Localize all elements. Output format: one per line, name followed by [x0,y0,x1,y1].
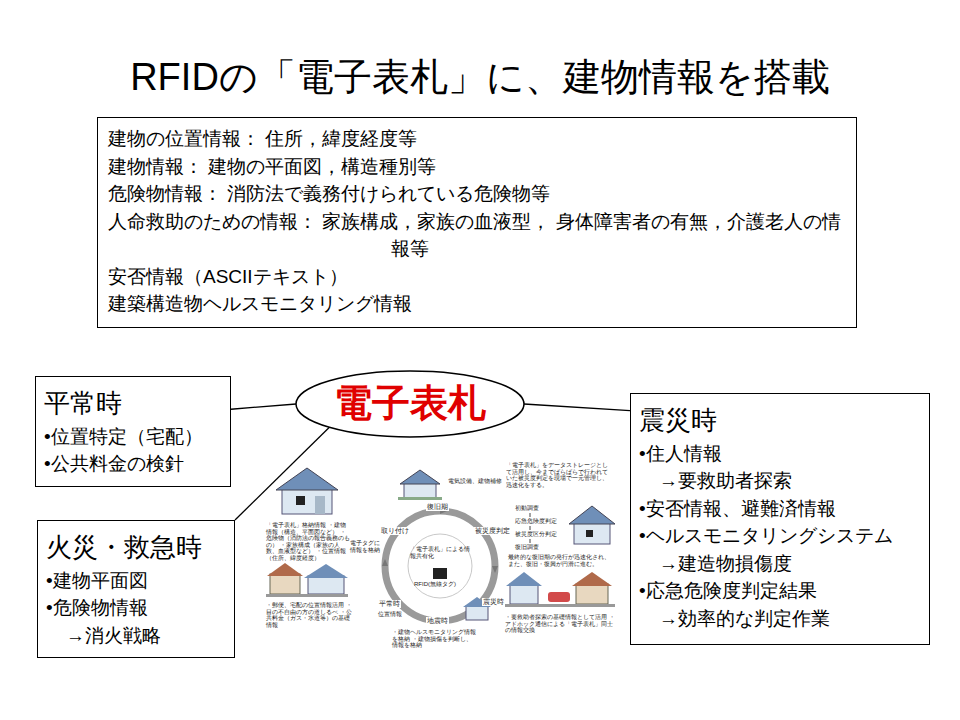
illustration-note: ・郵便、宅配の位置情報活用 ・目の不自由の方の道しるべ ・公共料金（ガス・水道等… [266,602,352,628]
inner-ring [408,534,472,598]
illustration-note: 最終的な復旧期の発行が迅速化され、また、復旧・復興が円滑に進む。 [508,554,614,567]
ring-arrow [492,566,498,573]
box-text: 建物の位置情報： 住所，緯度経度等 [108,125,846,153]
cycle-label: 復旧期 [426,503,449,511]
ellipse-node: 電子表札 [295,370,525,438]
cycle-label: 平常時 [378,600,401,608]
box-text: →効率的な判定作業 [639,605,921,633]
box-text: •住人情報 [639,440,921,468]
quake-time-box: 震災時•住人情報→要救助者探索•安否情報、避難済情報•ヘルスモニタリングシステム… [630,393,930,645]
slide-title: RFIDの「電子表札」に、建物情報を搭載 [0,52,960,103]
illustration-note: RFID(無線タグ) [414,581,468,588]
rfid-tag [433,568,447,579]
connector-stroke [235,427,329,520]
house-top-middle [398,470,442,500]
illustration-note: 「電子表札」をデータストレージとして活用し、今までばらばらで行われていた被災度判… [506,462,612,488]
illustration-note: 被災度区分判定 [515,531,567,538]
normal-time-box: 平常時•位置特定（宅配）•公共料金の検針 [35,376,231,487]
box-text: •建物平面図 [46,567,226,595]
ring-arrow [382,559,388,566]
house-top-left [276,468,338,514]
flow-arrows [530,513,531,543]
connector-line [235,427,329,520]
box-text: •公共料金の検針 [44,450,222,478]
cycle-label: 地震時 [426,617,449,625]
box-text: •応急危険度判定結果 [639,577,921,605]
box-text: →建造物損傷度 [639,550,921,578]
box-text: •危険物情報 [46,594,226,622]
box-text: 安否情報（ASCIIテキスト） [108,263,846,291]
houses-bottom-left [266,563,348,597]
illustration-note: 「電子表札」格納情報 ・建物情報（構造、平面図など） ・危険物（消防法の報告義務… [266,522,350,562]
box-text: •位置特定（宅配） [44,423,222,451]
box-heading: 火災・救急時 [46,529,226,567]
box-text: •ヘルスモニタリングシステム [639,522,921,550]
car [548,592,570,602]
fire-time-box: 火災・救急時•建物平面図•危険物情報→消火戦略 [37,520,235,658]
box-text: 建物情報： 建物の平面図，構造種別等 [108,153,846,181]
box-text: 建築構造物ヘルスモニタリング情報 [108,290,846,318]
illustration-note: 応急危険度判定 [515,518,567,525]
box-text: 人命救助のための情報： 家族構成，家族の血液型， 身体障害者の有無，介護老人の情… [108,208,846,263]
box-text: 危険物情報： 消防法で義務付けられている危険物等 [108,180,846,208]
house-right [569,506,615,544]
box-text: →消火戦略 [46,622,226,650]
illustration-note: 位置情報 [378,611,406,618]
box-text: →要救助者探索 [639,467,921,495]
box-heading: 平常時 [44,385,222,423]
illustration-note: 電子タグに情報を格納 [350,540,384,553]
illustration-note: 電気設備、建物補修 [448,478,502,485]
illustration-note: 「電子表札」による情報共有化 [410,546,470,560]
info-box: 建物の位置情報： 住所，緯度経度等建物情報： 建物の平面図，構造種別等危険物情報… [97,117,857,328]
illustration-note: 初動調査 [515,505,567,512]
connector-line [231,404,296,409]
connector-stroke [524,404,630,411]
ellipse-shape [296,371,524,437]
box-text: 電子表札 [334,383,486,425]
illustration-ground [262,460,620,652]
cycle-label: 被災度判定 [474,527,511,535]
illustration-note: ・建物ヘルスモニタリング情報を格納 ・建物損傷を判断し、情報を格納 [392,629,476,649]
connector-line [524,404,630,411]
box-text: •安否情報、避難済情報 [639,495,921,523]
box-heading: 震災時 [639,402,921,440]
connector-stroke [231,404,296,409]
cycle-label: 震災時 [482,598,505,606]
illustration-note: ・要救助者探索の基礎情報として活用 ・アドホック通信による「電子表札」同士の情報… [505,614,615,634]
houses-bottom-right [505,572,615,607]
cycle-label: 取り付け [380,527,410,535]
illustration-note: 復旧調査 [515,544,567,551]
